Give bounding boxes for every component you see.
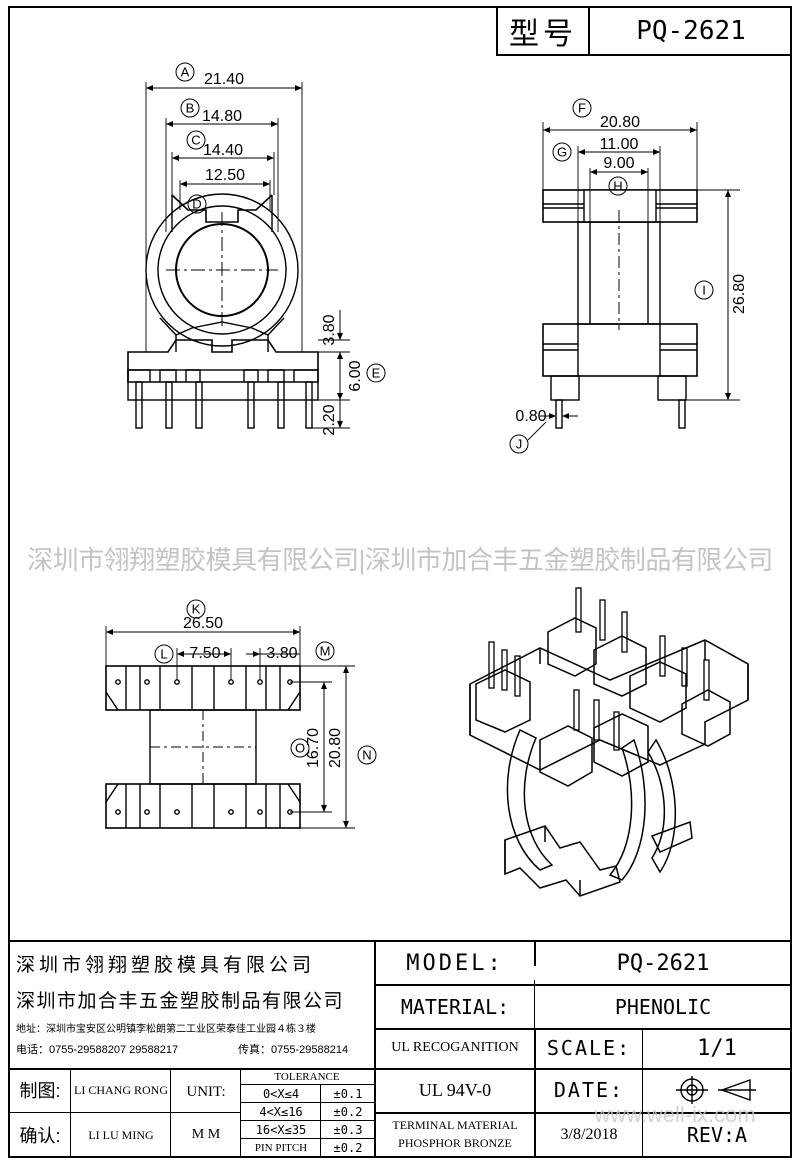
- label-l: L: [160, 647, 167, 662]
- label-k: K: [192, 602, 201, 617]
- dim-h-value: 9.00: [603, 155, 634, 172]
- tolerance-value-2: ±0.2: [333, 1104, 363, 1119]
- company-fax: 传真：0755-29588214: [238, 1044, 349, 1056]
- date-value: 3/8/2018: [560, 1126, 618, 1143]
- tolerance-range-1: 0<X≤4: [262, 1086, 300, 1101]
- label-g: G: [557, 145, 567, 160]
- drawing-frame: [8, 6, 792, 1158]
- label-n: N: [362, 748, 371, 763]
- dim-l-value: 7.50: [189, 645, 220, 662]
- dim-k-value: 26.50: [183, 615, 223, 632]
- bottom-view: [105, 626, 355, 829]
- checked-value: LI LU MING: [88, 1127, 154, 1142]
- tolerance-title: TOLERANCE: [274, 1070, 340, 1083]
- label-h: H: [613, 179, 622, 194]
- front-view: [127, 82, 350, 429]
- dim-n-value: 20.80: [327, 728, 344, 768]
- dim-g-value: 11.00: [600, 136, 639, 153]
- dim-c-value: 14.40: [203, 142, 243, 159]
- tolerance-range-4: PIN PITCH: [254, 1141, 308, 1154]
- title-block: [8, 940, 792, 1158]
- header-model-box: [496, 6, 792, 56]
- model-value: PQ-2621: [616, 950, 710, 976]
- label-j: J: [516, 437, 523, 452]
- material-label: MATERIAL:: [400, 995, 510, 1019]
- dim-m-value: 3.80: [266, 645, 297, 662]
- company-watermark-banner: 深圳市翎翔塑胶模具有限公司|深圳市加合丰五金塑胶制品有限公司: [27, 544, 773, 575]
- label-m: M: [320, 644, 331, 659]
- model-label: MODEL:: [406, 950, 504, 976]
- dim-e-bottom-value: 2.20: [321, 404, 338, 435]
- label-d: D: [192, 197, 201, 212]
- projection-symbol-icon: [676, 1076, 756, 1104]
- header-model-value: PQ-2621: [636, 16, 746, 46]
- unit-label: UNIT:: [186, 1083, 226, 1100]
- checked-label: 确认:: [19, 1126, 61, 1146]
- ul-value: UL 94V-0: [418, 1079, 492, 1100]
- ul-label: UL RECOGANITION: [391, 1040, 519, 1055]
- dim-f-value: 20.80: [600, 114, 640, 131]
- dim-a-value: 21.40: [204, 71, 244, 88]
- material-value: PHENOLIC: [614, 995, 712, 1019]
- label-o: O: [295, 741, 305, 756]
- label-a: A: [181, 65, 190, 80]
- dim-i-value: 26.80: [731, 274, 748, 314]
- company-name-2: 深圳市加合丰五金塑胶制品有限公司: [16, 990, 345, 1012]
- isometric-view: [469, 587, 749, 897]
- tolerance-range-2: 4<X≤16: [259, 1104, 303, 1119]
- label-i: I: [702, 283, 706, 298]
- scale-label: SCALE:: [546, 1036, 632, 1060]
- scale-value: 1/1: [697, 1035, 737, 1061]
- label-c: C: [191, 133, 200, 148]
- tolerance-range-3: 16<X≤35: [255, 1122, 307, 1137]
- dim-j-value: 0.80: [515, 408, 546, 425]
- label-f: F: [578, 101, 586, 116]
- terminal-material-line1: TERMINAL MATERIAL: [392, 1117, 518, 1132]
- dim-b-value: 14.80: [202, 108, 242, 125]
- side-view: [527, 122, 740, 441]
- dim-e-mid-value: 6.00: [347, 360, 364, 391]
- terminal-material-line2: PHOSPHOR BRONZE: [398, 1135, 512, 1150]
- company-address: 地址：深圳市宝安区公明镇李松朗第二工业区荣泰佳工业园４栋３楼: [16, 1023, 316, 1035]
- dim-d-value: 12.50: [205, 167, 245, 184]
- revision: REV:A: [686, 1123, 748, 1147]
- tolerance-value-4: ±0.2: [333, 1140, 363, 1155]
- label-b: B: [186, 101, 195, 116]
- drawn-value: LI CHANG RONG: [74, 1082, 168, 1097]
- drawn-label: 制图:: [19, 1081, 61, 1101]
- technical-drawing: A B C D E F G H I J K L M O N 21.40 14.8…: [105, 62, 749, 897]
- dim-o-value: 16.70: [305, 728, 322, 768]
- site-watermark: www.well-ix.com: [594, 1102, 756, 1127]
- label-e: E: [372, 366, 381, 381]
- dim-e-top-value: 3.80: [321, 314, 338, 345]
- tolerance-value-3: ±0.3: [333, 1122, 363, 1137]
- header-model-label: 型号: [498, 8, 590, 54]
- date-label: DATE:: [553, 1078, 625, 1102]
- company-name-1: 深圳市翎翔塑胶模具有限公司: [16, 954, 316, 976]
- unit-value: M M: [191, 1127, 221, 1142]
- company-phone: 电话：0755-29588207 29588217: [16, 1044, 179, 1056]
- tolerance-value-1: ±0.1: [333, 1086, 363, 1101]
